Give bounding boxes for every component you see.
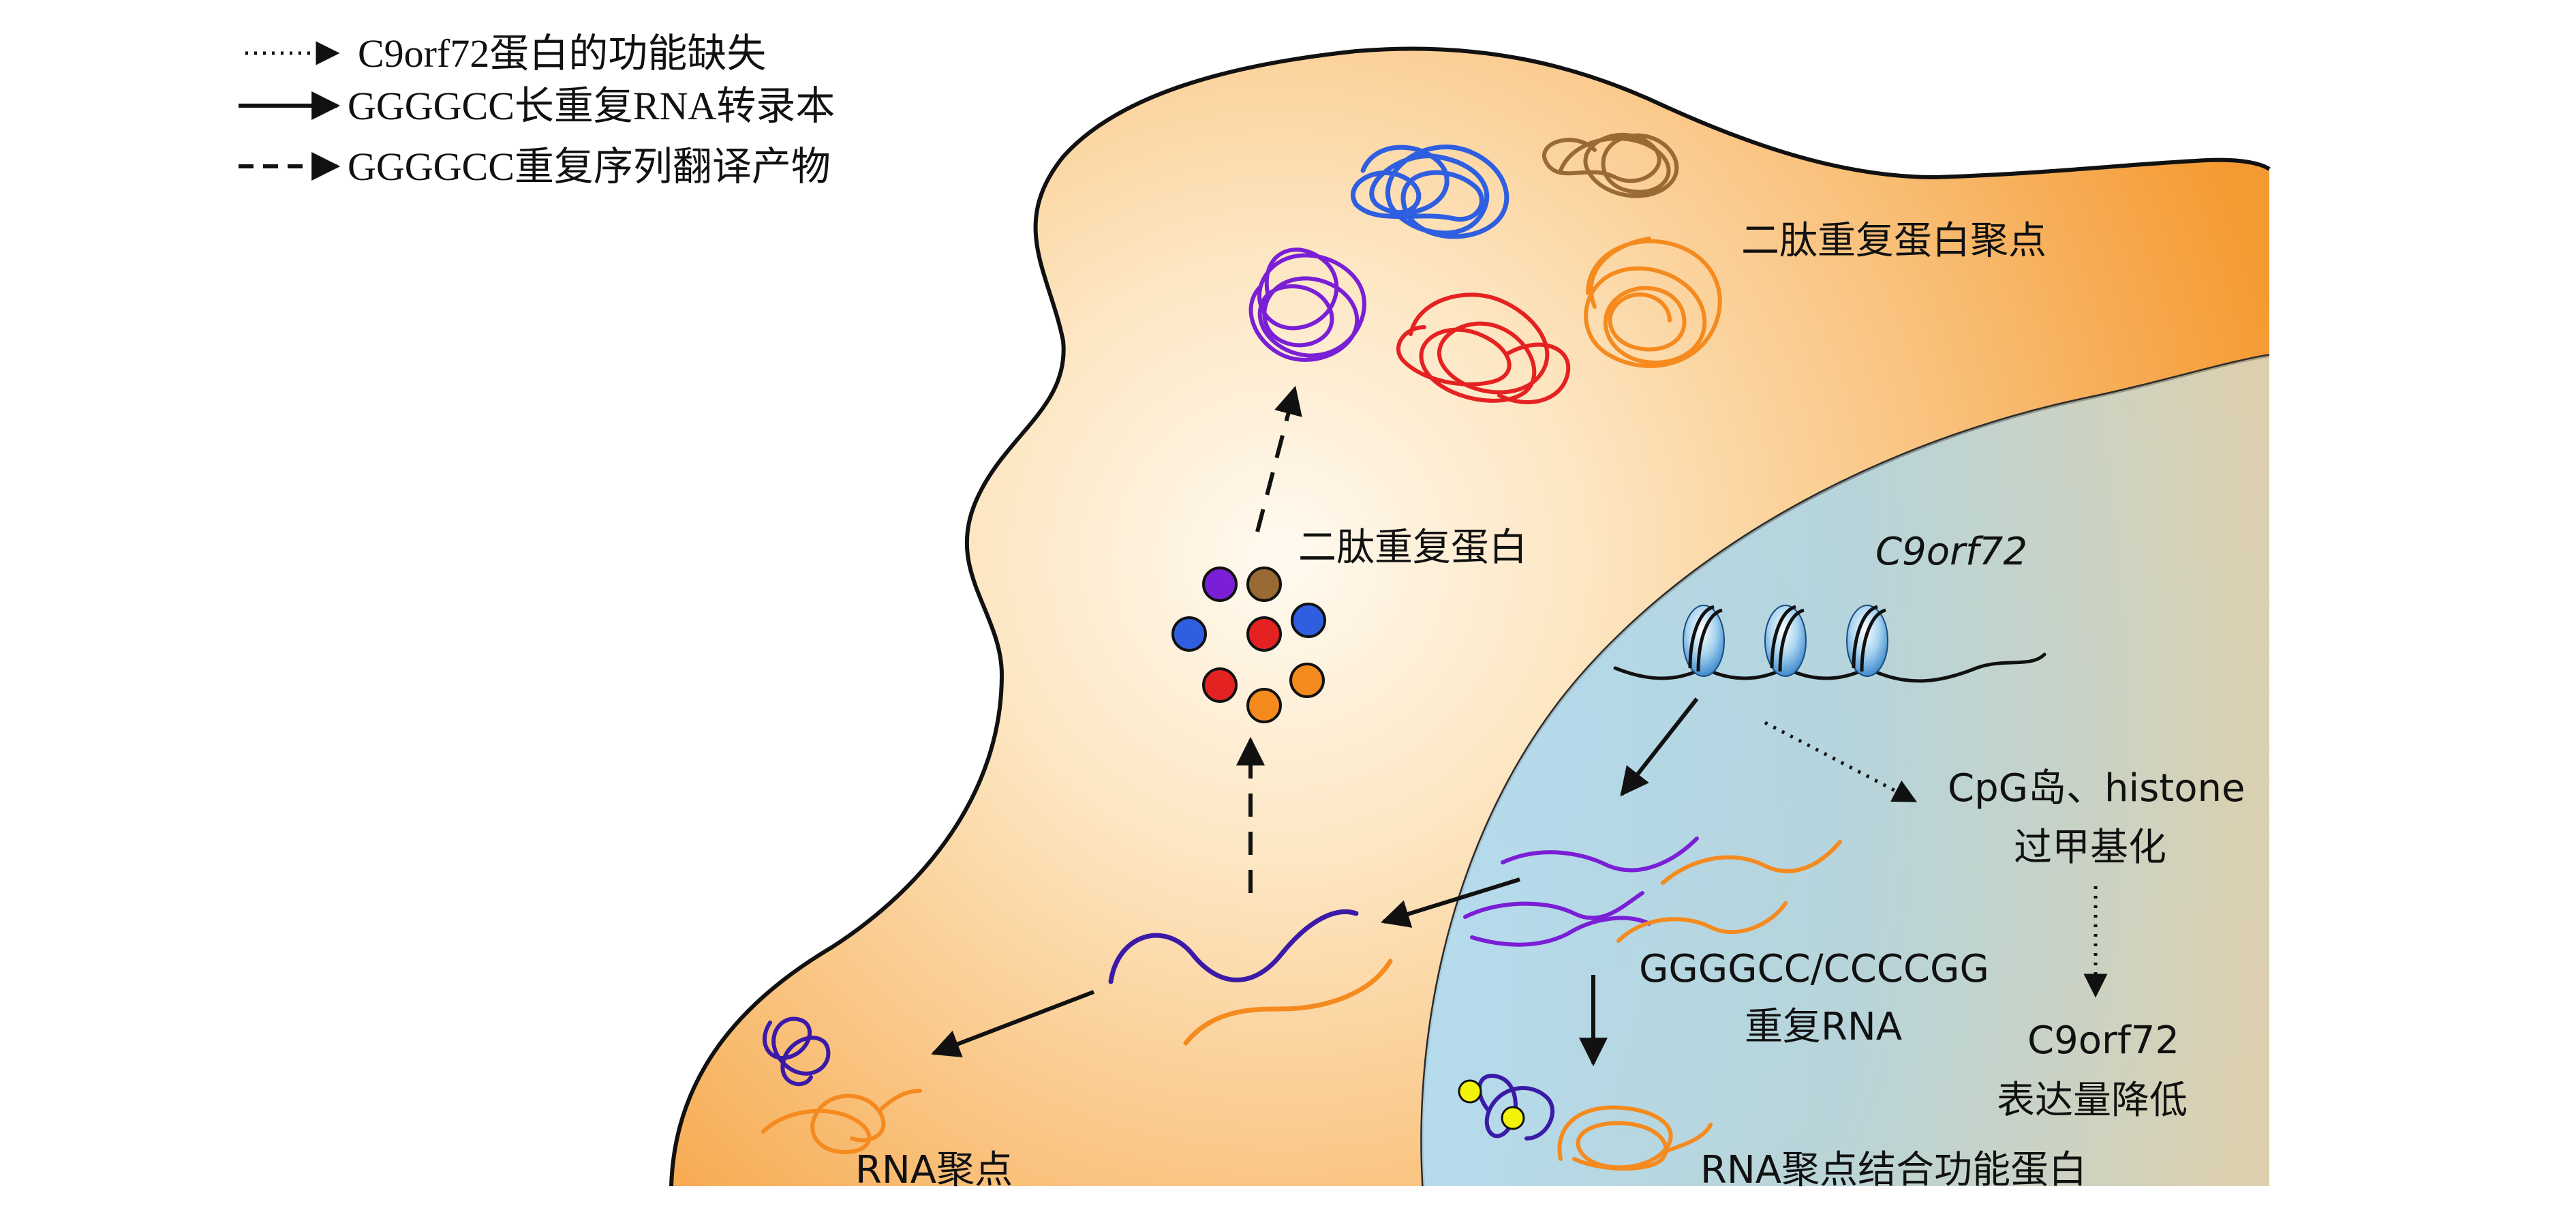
label-dpr-proteins: 二肽重复蛋白 <box>1298 526 1527 570</box>
binding-protein-yellow-2 <box>1501 1106 1525 1130</box>
dpr-protein-dots <box>1171 567 1326 723</box>
nucleosome-2 <box>1764 605 1807 677</box>
nuclear-foci-orange-tangle <box>1557 1105 1713 1171</box>
legend-label-solid: GGGGCC长重复RNA转录本 <box>348 84 835 128</box>
rna-foci-orange-tangle <box>761 1089 922 1155</box>
legend-label-dotted: C9orf72蛋白的功能缺失 <box>358 31 766 76</box>
nuclear-rna-foci <box>1458 1074 1713 1171</box>
label-rna-foci-cytoplasm: RNA聚点 <box>855 1148 1013 1192</box>
nuclear-rna-purple-1 <box>1501 836 1699 873</box>
label-dpr-aggregates: 二肽重复蛋白聚点 <box>1741 219 2046 263</box>
translation-dashed-arrow-upper <box>1255 385 1302 532</box>
cell-membrane <box>669 46 2271 1187</box>
legend: C9orf72蛋白的功能缺失 GGGGCC长重复RNA转录本 GGGGCC重复序… <box>239 31 835 189</box>
rna-export-arrow <box>1380 877 1520 928</box>
aggregate-blue <box>1350 145 1509 239</box>
label-methylation-line1: CpG岛、histone <box>1948 766 2245 811</box>
dpr-dot-purple <box>1202 567 1238 602</box>
dna-strand <box>1613 652 2046 683</box>
dpr-dot-orange-bottom <box>1246 688 1282 723</box>
rna-foci-purple-tangle <box>762 1016 831 1087</box>
aggregate-purple <box>1248 247 1366 362</box>
nucleosome-1 <box>1683 605 1725 677</box>
nuclear-foci-dark-tangle <box>1477 1074 1555 1141</box>
label-reduced-expression-line2: 表达量降低 <box>1997 1078 2188 1123</box>
aggregate-orange <box>1584 237 1722 368</box>
dpr-aggregates <box>1248 132 1722 404</box>
label-reduced-expression-line1: C9orf72 <box>2027 1018 2179 1063</box>
dpr-dot-blue-right <box>1291 603 1326 638</box>
nucleosome-3 <box>1846 605 1888 677</box>
rna-export-to-foci-arrow <box>931 990 1095 1058</box>
label-repeat-rna-line1: GGGGCC/CCCCGG <box>1639 947 1989 991</box>
label-methylation-line2: 过甲基化 <box>2014 826 2166 870</box>
label-rna-foci-binding: RNA聚点结合功能蛋白 <box>1700 1148 2087 1192</box>
label-repeat-rna-line2: 重复RNA <box>1745 1005 1902 1049</box>
nuclear-rna-purple-2 <box>1463 891 1644 920</box>
dpr-dot-brown <box>1246 567 1282 602</box>
dpr-dot-red-center <box>1246 616 1282 652</box>
dpr-dot-orange-right <box>1289 663 1325 698</box>
nuclear-rna-orange-2 <box>1616 901 1788 943</box>
legend-label-dashed: GGGGCC重复序列翻译产物 <box>348 145 831 189</box>
aggregate-brown <box>1542 132 1679 198</box>
cytoplasm-rna-purple <box>1108 909 1359 984</box>
nuclear-rnas <box>1463 836 1842 947</box>
binding-protein-yellow-1 <box>1458 1079 1482 1104</box>
dpr-dot-blue-left <box>1171 616 1207 652</box>
aggregate-red <box>1396 292 1571 404</box>
transcription-arrow <box>1620 697 1699 797</box>
chromatin <box>1613 605 2046 683</box>
label-gene-c9orf72: C9orf72 <box>1875 530 2027 574</box>
nuclear-rna-purple-3 <box>1470 916 1651 947</box>
nuclear-rna-orange-1 <box>1661 840 1842 885</box>
dpr-dot-red-bottom <box>1202 667 1238 703</box>
rna-foci-cytoplasm <box>761 1016 922 1155</box>
cytoplasm-rna-orange <box>1183 958 1393 1046</box>
